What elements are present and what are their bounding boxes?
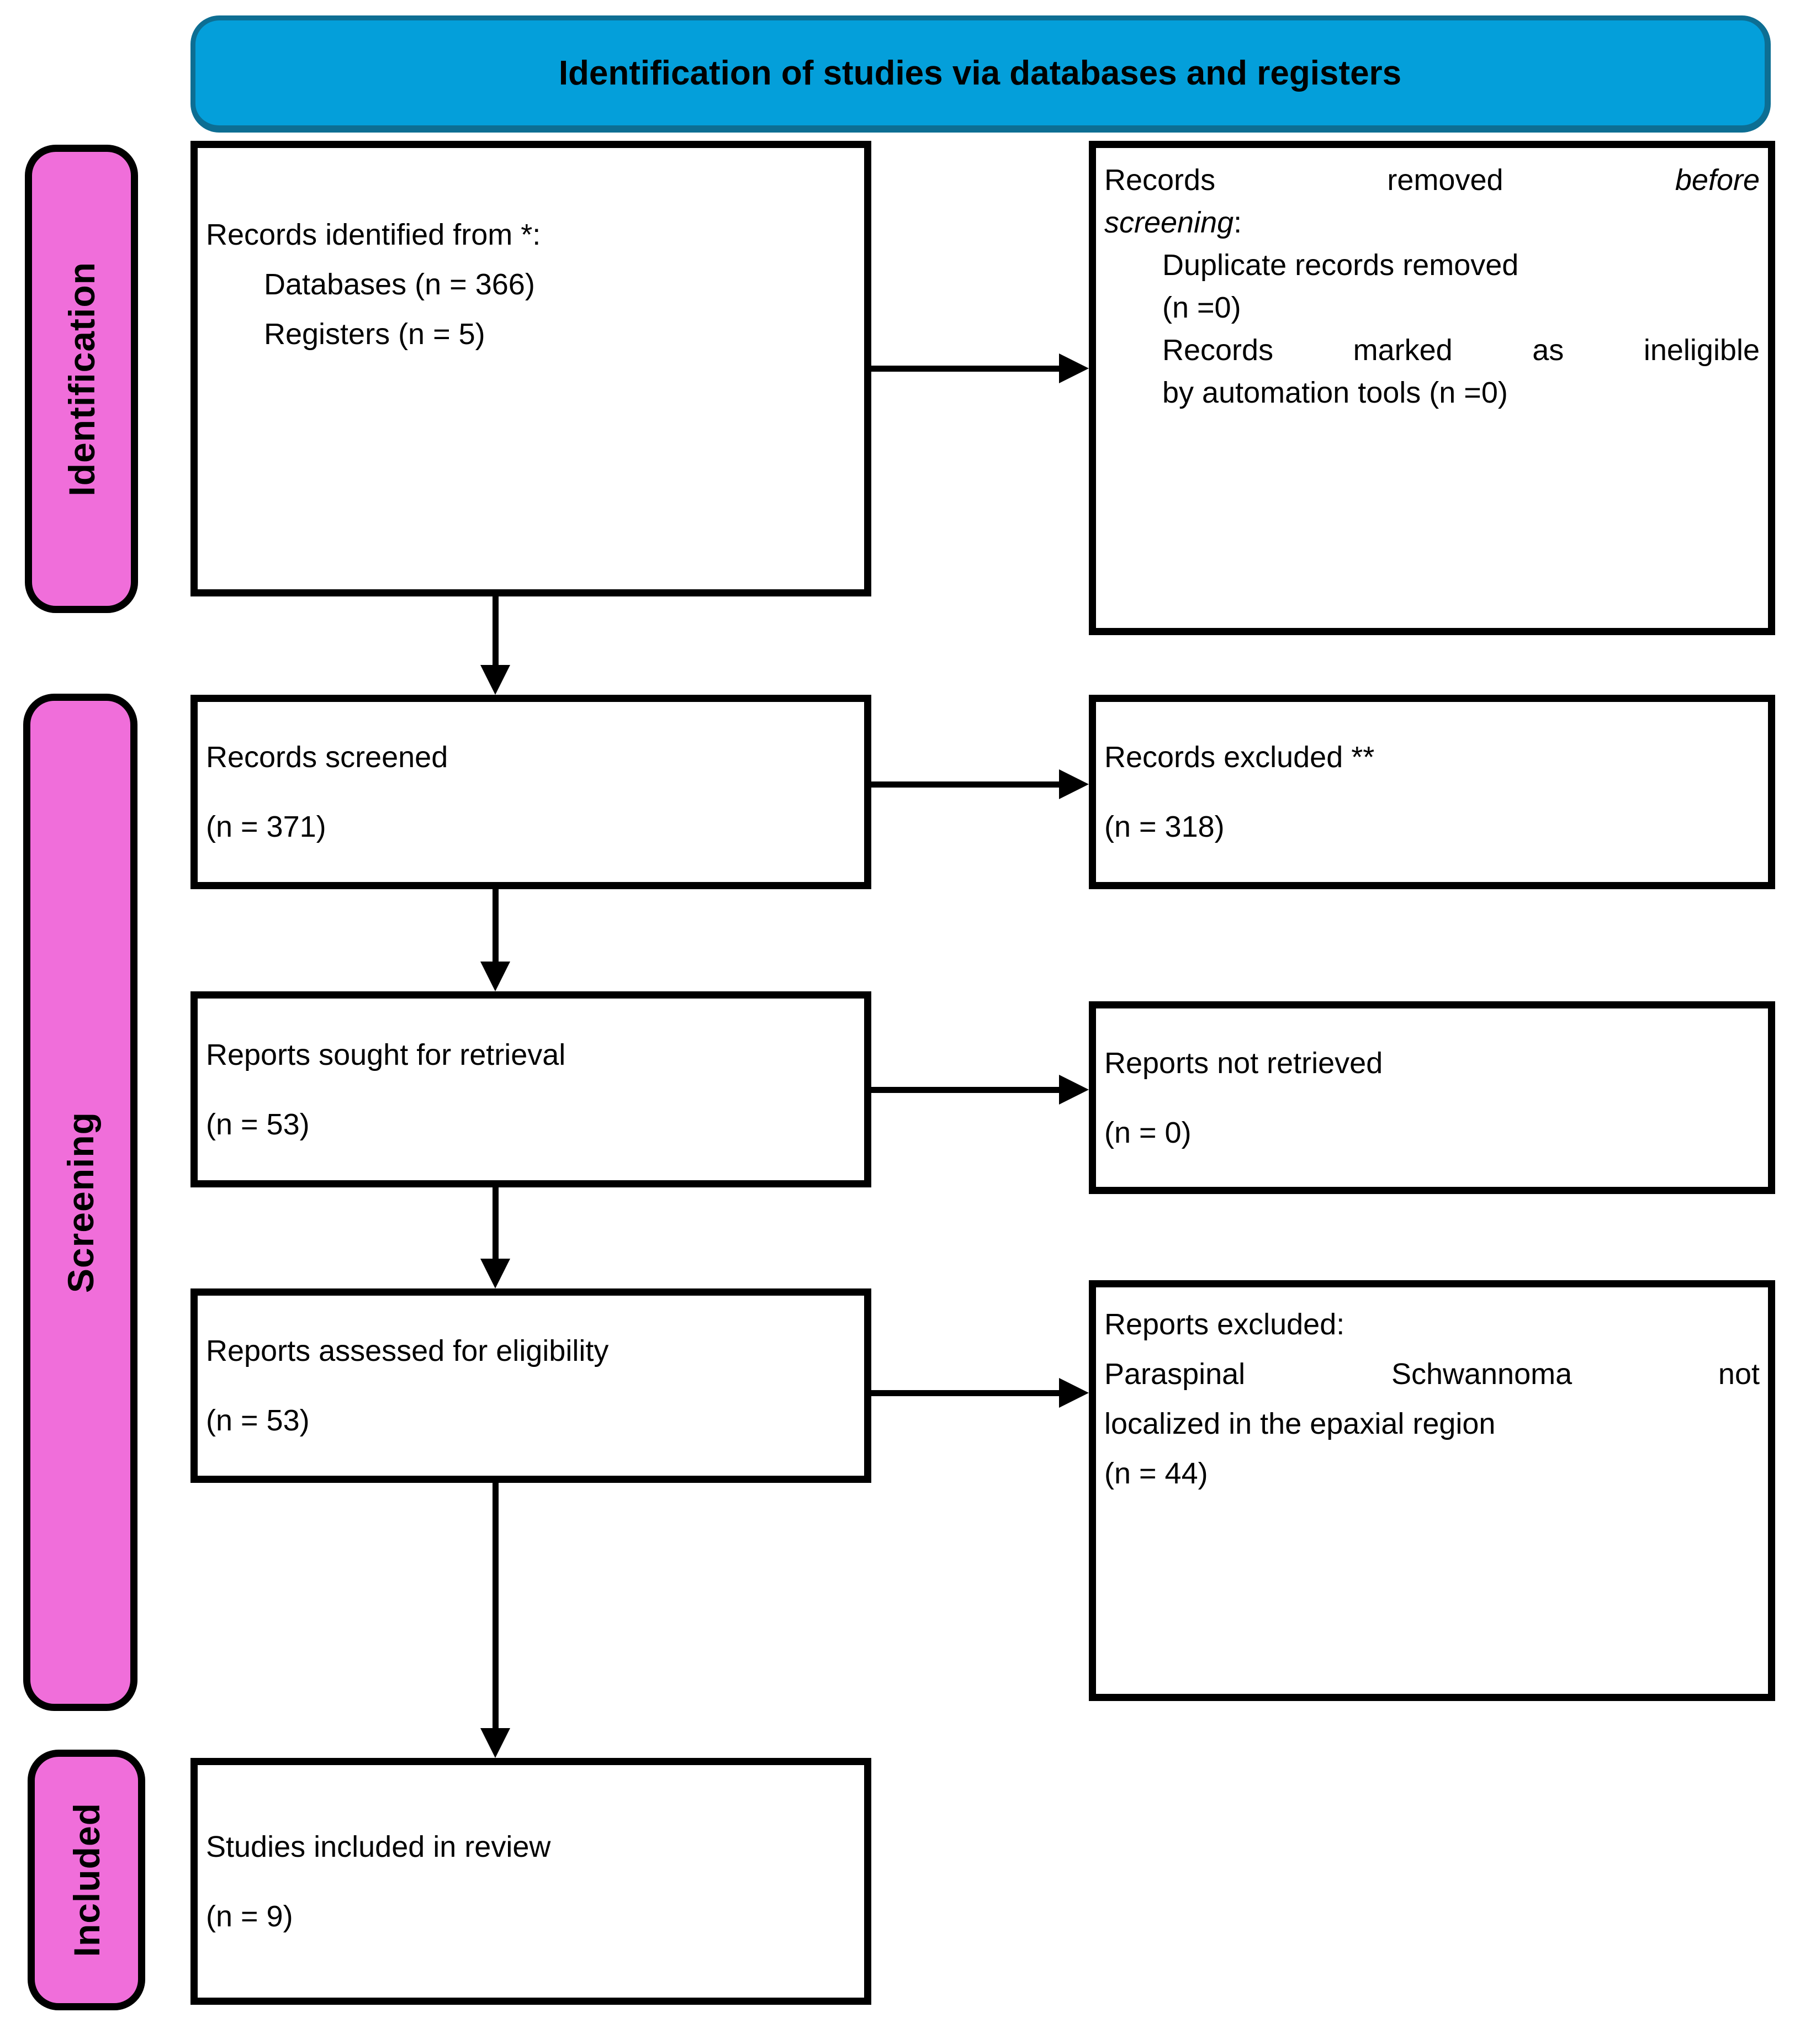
arrow-head-icon: [480, 1728, 510, 1758]
text-segment: Records marked as ineligible: [1162, 334, 1760, 367]
text-segment: Reports assessed for eligibility: [206, 1334, 609, 1367]
box-records-identified: Records identified from *: Databases (n =…: [190, 141, 871, 596]
text-line: (n = 44): [1104, 1449, 1760, 1498]
arrow-head-icon: [480, 962, 510, 991]
text-segment: Registers (n = 5): [264, 318, 485, 351]
arrow-head-icon: [1059, 1075, 1089, 1105]
text-segment-italic: screening: [1104, 206, 1234, 239]
text-segment: (n = 44): [1104, 1457, 1208, 1490]
text-line: Records removed before: [1104, 159, 1760, 202]
phase-label-included: Included: [28, 1750, 145, 2010]
box-reports-sought: Reports sought for retrieval (n = 53): [190, 991, 871, 1187]
arrow-shaft: [492, 1483, 499, 1728]
arrow-shaft: [871, 781, 1059, 788]
phase-label-identification-text: Identification: [61, 261, 102, 497]
arrow-shaft: [871, 1086, 1059, 1093]
box-reports-assessed: Reports assessed for eligibility (n = 53): [190, 1288, 871, 1483]
text-line: Registers (n = 5): [264, 309, 856, 359]
text-segment: (n = 9): [206, 1899, 293, 1933]
arrow-head-icon: [1059, 1378, 1089, 1408]
text-line: localized in the epaxial region: [1104, 1399, 1760, 1449]
text-line: (n = 53): [206, 1397, 856, 1444]
text-segment-italic: before: [1675, 163, 1760, 197]
text-line: (n = 371): [206, 804, 856, 850]
text-line: Reports assessed for eligibility: [206, 1328, 856, 1374]
arrow-shaft: [492, 596, 499, 665]
text-segment: Duplicate records removed: [1162, 249, 1519, 282]
arrow-assessed-to-reports-excluded: [871, 1378, 1089, 1408]
box-reports-excluded: Reports excluded: Paraspinal Schwannoma n…: [1089, 1280, 1775, 1701]
text-segment: (n =0): [1162, 291, 1241, 324]
header-title: Identification of studies via databases …: [558, 54, 1402, 92]
box-studies-included: Studies included in review (n = 9): [190, 1758, 871, 2005]
arrow-shaft: [871, 1390, 1059, 1396]
text-line: Reports sought for retrieval: [206, 1032, 856, 1078]
text-line: Records excluded **: [1104, 734, 1760, 780]
box-records-excluded: Records excluded ** (n = 318): [1089, 695, 1775, 889]
text-line: Duplicate records removed: [1162, 244, 1760, 287]
text-segment: :: [1233, 206, 1242, 239]
text-line: Paraspinal Schwannoma not: [1104, 1349, 1760, 1399]
arrow-assessed-to-included: [480, 1483, 510, 1758]
phase-label-screening-text: Screening: [60, 1111, 101, 1293]
text-line: Records screened: [206, 734, 856, 780]
text-segment: Records screened: [206, 741, 448, 774]
phase-label-screening: Screening: [23, 694, 137, 1711]
text-line: (n = 53): [206, 1101, 856, 1148]
text-segment: by automation tools (n =0): [1162, 376, 1508, 409]
text-line: (n = 318): [1104, 804, 1760, 850]
arrow-head-icon: [480, 1259, 510, 1288]
arrow-shaft: [871, 365, 1059, 372]
box-records-screened: Records screened (n = 371): [190, 695, 871, 889]
box-reports-not-retrieved: Reports not retrieved (n = 0): [1089, 1001, 1775, 1194]
text-line: Records identified from *:: [206, 210, 856, 260]
text-segment: localized in the epaxial region: [1104, 1407, 1496, 1440]
phase-label-identification: Identification: [25, 145, 138, 613]
arrow-shaft: [492, 889, 499, 962]
text-line: Databases (n = 366): [264, 260, 856, 309]
phase-label-included-text: Included: [66, 1803, 107, 1957]
text-line: Reports excluded:: [1104, 1300, 1760, 1349]
arrow-sought-to-assessed: [480, 1187, 510, 1288]
text-line: (n = 9): [206, 1893, 856, 1940]
arrow-identified-to-screened: [480, 596, 510, 695]
text-segment: (n = 318): [1104, 810, 1225, 843]
text-line: screening:: [1104, 202, 1760, 244]
arrow-head-icon: [480, 665, 510, 695]
text-line: (n = 0): [1104, 1110, 1760, 1156]
text-line: (n =0): [1162, 287, 1760, 329]
header-banner: Identification of studies via databases …: [190, 15, 1771, 133]
arrow-screened-to-excluded: [871, 769, 1089, 799]
text-segment: Records removed: [1104, 163, 1675, 197]
arrow-head-icon: [1059, 769, 1089, 799]
text-segment: (n = 53): [206, 1404, 310, 1437]
text-segment: Reports not retrieved: [1104, 1046, 1383, 1080]
text-segment: Records excluded **: [1104, 741, 1375, 774]
text-line: Records marked as ineligible: [1162, 329, 1760, 372]
text-segment: Paraspinal Schwannoma not: [1104, 1358, 1760, 1391]
text-segment: (n = 53): [206, 1107, 310, 1141]
text-segment: Studies included in review: [206, 1830, 551, 1863]
arrow-identified-to-removed: [871, 353, 1089, 383]
arrow-head-icon: [1059, 353, 1089, 383]
arrow-screened-to-sought: [480, 889, 510, 991]
text-segment: Reports excluded:: [1104, 1308, 1345, 1341]
text-line: Reports not retrieved: [1104, 1040, 1760, 1086]
text-line: Studies included in review: [206, 1824, 856, 1870]
text-segment: Reports sought for retrieval: [206, 1038, 566, 1071]
arrow-shaft: [492, 1187, 499, 1259]
arrow-sought-to-not-retrieved: [871, 1075, 1089, 1105]
text-segment: (n = 371): [206, 810, 326, 843]
text-segment: Databases (n = 366): [264, 268, 535, 301]
text-segment: (n = 0): [1104, 1116, 1192, 1149]
text-line: by automation tools (n =0): [1162, 372, 1760, 414]
text-segment: Records identified from *:: [206, 218, 541, 251]
